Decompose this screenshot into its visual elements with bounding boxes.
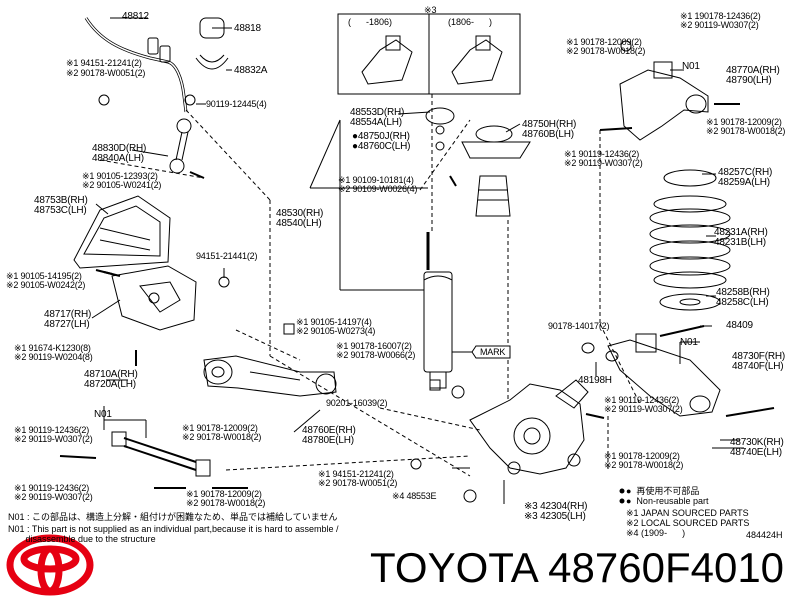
part-number: 48760F4010 [548, 544, 785, 591]
label-90178-12009-b: ※1 90178-12009(2) ※2 90178-W0018(2) [186, 489, 266, 508]
label-90119-12445: 90119-12445(4) [206, 99, 267, 109]
lateral-link-drawing [59, 431, 248, 489]
bracket-drawing [73, 195, 171, 269]
label-48710a: 48710A(RH) 48720A(LH) [84, 369, 138, 390]
label-48818: 48818 [234, 23, 261, 34]
label-90119-12436-d: ※1 90119-12436(2) ※2 90119-W0307(2) [604, 395, 683, 414]
label-90178-w0051: ※2 90178-W0051(2) [66, 68, 146, 78]
label-94151-21441: 94151-21441(2) [196, 251, 258, 261]
callout-lines [91, 17, 740, 504]
detail-box-star: ※3 [424, 5, 437, 15]
dust-cover-drawing [425, 107, 531, 217]
label-48530: 48530(RH) 48540(LH) [276, 208, 324, 229]
coil-spring-drawing [649, 169, 731, 311]
label-n01-right: N01 [680, 337, 698, 348]
carrier-drawing [103, 265, 230, 331]
note-jp: N01 : この部品は、構造上分解・組付けが困難なため、単品では補給していません [8, 512, 338, 522]
label-48257c: 48257C(RH) 48259A(LH) [718, 167, 773, 188]
note-en-2: disassemble due to the structure [8, 534, 156, 544]
label-48753b: 48753B(RH) 48753C(LH) [34, 195, 88, 216]
legend-japan-sourced: ※1 JAPAN SOURCED PARTS [626, 508, 749, 518]
bolts-drawing [95, 269, 477, 503]
label-90105-14197: ※1 90105-14197(4) ※2 90105-W0273(4) [296, 317, 376, 336]
label-90109-10181: ※1 90109-10181(4) ※2 90109-W0026(4) [338, 175, 418, 194]
label-48198h: 48198H [578, 375, 612, 386]
label-190178-12436: ※1 190178-12436(2) ※2 90119-W0307(2) [680, 11, 761, 30]
label-94151-21241: ※1 94151-21241(2) [66, 58, 142, 68]
legend-non-reusable-en: ● Non-reusable part [626, 496, 709, 506]
label-90178-14017: 90178-14017(2) [548, 321, 610, 331]
label-48730f: 48730F(RH) 48740F(LH) [732, 351, 786, 372]
leader-lines [99, 94, 641, 477]
toyota-logo [6, 534, 94, 596]
label-48258b: 48258B(RH) 48258C(LH) [716, 287, 770, 308]
label-90178-12009-c: ※1 90178-12009(2) ※2 90178-W0018(2) [566, 37, 646, 56]
label-90119-12436-a: ※1 90119-12436(2) ※2 90119-W0307(2) [14, 425, 93, 444]
stabilizer-link-drawing [169, 118, 205, 179]
label-90119-12436-r: ※1 90119-12436(2) ※2 90119-W0307(2) [564, 149, 643, 168]
label-48750h: 48750H(RH) 48760B(LH) [522, 119, 577, 140]
detail-box-right-range: (1806- ) [448, 17, 493, 27]
mark-label: MARK [480, 347, 506, 357]
legend-non-reusable-jp: ● 再使用不可部品 [626, 486, 700, 496]
page-title: TOYOTA 48760F4010 [370, 543, 784, 593]
detail-box-left-range: ( -1806) [348, 17, 393, 27]
label-90119-12436-b: ※1 90119-12436(2) ※2 90119-W0307(2) [14, 483, 93, 502]
mark-tag [471, 345, 511, 359]
label-90105-14195: ※1 90105-14195(2) ※2 90105-W0242(2) [6, 271, 86, 290]
label-42304: ※3 42304(RH) ※3 42305(LH) [524, 501, 588, 522]
legend-1909: ※4 (1909- ) [626, 528, 686, 538]
label-48812: 48812 [122, 11, 149, 22]
label-48830d: 48830D(RH) 48840A(LH) [92, 143, 147, 164]
label-94151-21241-b: ※1 94151-21241(2) ※2 90178-W0051(2) [318, 469, 398, 488]
lower-arm-drawing [203, 355, 337, 397]
label-48409: 48409 [726, 320, 753, 331]
reference-code: 484424H [746, 530, 783, 540]
lower-arm-right-drawing [581, 325, 775, 449]
upper-arm-drawing [599, 40, 740, 141]
label-90178-16007: ※1 90178-16007(2) ※2 90178-W0066(2) [336, 341, 416, 360]
label-n01-upper: N01 [682, 61, 700, 72]
label-48553e: ※4 48553E [392, 491, 437, 501]
label-90201-16039: 90201-16039(2) [326, 398, 388, 408]
label-90178-12009-a: ※1 90178-12009(2) ※2 90178-W0018(2) [182, 423, 262, 442]
legend-local-sourced: ※2 LOCAL SOURCED PARTS [626, 518, 750, 528]
label-91674-k1230: ※1 91674-K1230(8) ※2 90119-W0204(8) [14, 343, 93, 362]
label-90178-12009-d: ※1 90178-12009(2) ※2 90178-W0018(2) [706, 117, 786, 136]
brand-name: TOYOTA [370, 544, 537, 591]
label-48231a: 48231A(RH) 48231B(LH) [714, 227, 768, 248]
label-48730k: 48730K(RH) 48740E(LH) [730, 437, 784, 458]
knuckle-drawing [469, 379, 605, 475]
label-48832a: 48832A [234, 65, 268, 76]
label-48717: 48717(RH) 48727(LH) [44, 309, 92, 330]
label-n01-left: N01 [94, 409, 112, 420]
label-90178-12009-e: ※1 90178-12009(2) ※2 90178-W0018(2) [604, 451, 684, 470]
label-48553d: 48553D(RH) 48554A(LH) [350, 107, 405, 128]
label-48760e: 48760E(RH) 48780E(LH) [302, 425, 356, 446]
label-48750j: ●48750J(RH) ●48760C(LH) [352, 131, 411, 152]
shock-absorber-drawing [423, 232, 476, 399]
note-en-1: N01 : This part is not supplied as an in… [8, 524, 339, 534]
label-48770a: 48770A(RH) 48790(LH) [726, 65, 780, 86]
label-90105-12393: ※1 90105-12393(2) ※2 90105-W0241(2) [82, 171, 162, 190]
